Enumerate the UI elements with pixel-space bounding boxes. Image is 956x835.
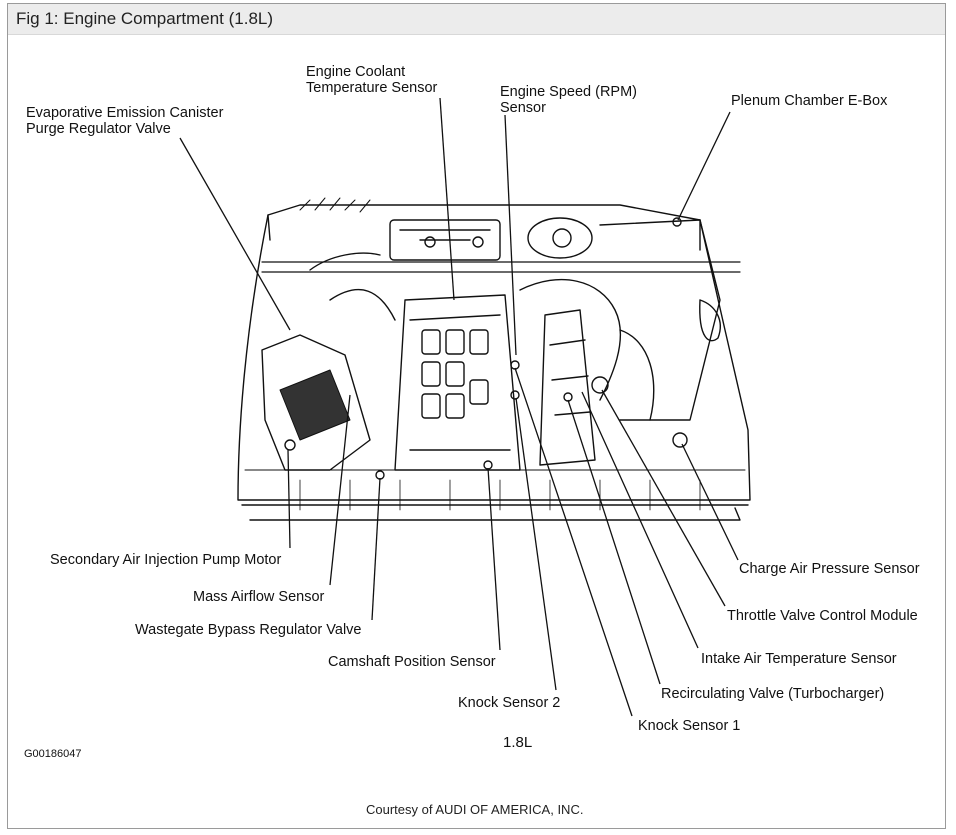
label-coolant-temp: Engine Coolant Temperature Sensor: [306, 64, 437, 96]
air-filter-box: [261, 334, 371, 471]
label-rpm-sensor: Engine Speed (RPM) Sensor: [500, 84, 637, 116]
leader-camshaft: [487, 467, 501, 651]
body-outline: [237, 204, 751, 501]
label-evap-line1: Evaporative Emission Canister: [26, 105, 224, 121]
label-camshaft-sensor: Camshaft Position Sensor: [328, 654, 496, 670]
leader-knock2: [515, 397, 557, 691]
leader-charge-air: [681, 443, 739, 561]
figure-frame: Fig 1: Engine Compartment (1.8L): [7, 3, 946, 829]
leader-evap: [179, 137, 291, 331]
label-secondary-air-pump: Secondary Air Injection Pump Motor: [50, 552, 282, 568]
leader-throttle: [601, 389, 726, 607]
label-maf-sensor: Mass Airflow Sensor: [193, 589, 325, 605]
label-rpm-line1: Engine Speed (RPM): [500, 84, 638, 100]
leader-iat: [581, 391, 699, 649]
engine-size-caption: 1.8L: [503, 734, 533, 751]
label-knock-sensor-2: Knock Sensor 2: [458, 695, 561, 711]
leader-rpm: [504, 114, 517, 356]
label-evap-line2: Purge Regulator Valve: [26, 121, 171, 137]
leader-wastegate: [371, 477, 381, 621]
leader-plenum: [677, 111, 731, 221]
figure-title-bar: Fig 1: Engine Compartment (1.8L): [8, 4, 945, 35]
label-recirculating-valve: Recirculating Valve (Turbocharger): [661, 686, 885, 702]
leader-secondary-air: [287, 449, 291, 549]
leader-maf: [329, 394, 351, 586]
label-coolant-temp-line1: Engine Coolant: [306, 64, 406, 80]
label-knock-sensor-1: Knock Sensor 1: [638, 718, 741, 734]
label-plenum-ebox: Plenum Chamber E-Box: [731, 93, 888, 109]
label-charge-air-sensor: Charge Air Pressure Sensor: [739, 561, 920, 577]
figure-reference-code: G00186047: [24, 748, 82, 760]
label-coolant-temp-line2: Temperature Sensor: [306, 80, 438, 96]
engine-block: [394, 294, 521, 471]
leader-coolant: [439, 97, 455, 301]
plenum-box-marker: [672, 217, 682, 227]
figure-credit: Courtesy of AUDI OF AMERICA, INC.: [366, 802, 584, 817]
label-iat-sensor: Intake Air Temperature Sensor: [701, 651, 897, 667]
leader-recirc: [567, 399, 661, 685]
label-wastegate-valve: Wastegate Bypass Regulator Valve: [135, 622, 362, 638]
label-evap-purge-valve: Evaporative Emission Canister Purge Regu…: [26, 105, 223, 137]
label-throttle-module: Throttle Valve Control Module: [727, 608, 918, 624]
label-rpm-line2: Sensor: [500, 100, 546, 116]
figure-title: Fig 1: Engine Compartment (1.8L): [16, 9, 274, 28]
leader-knock1: [514, 367, 633, 717]
